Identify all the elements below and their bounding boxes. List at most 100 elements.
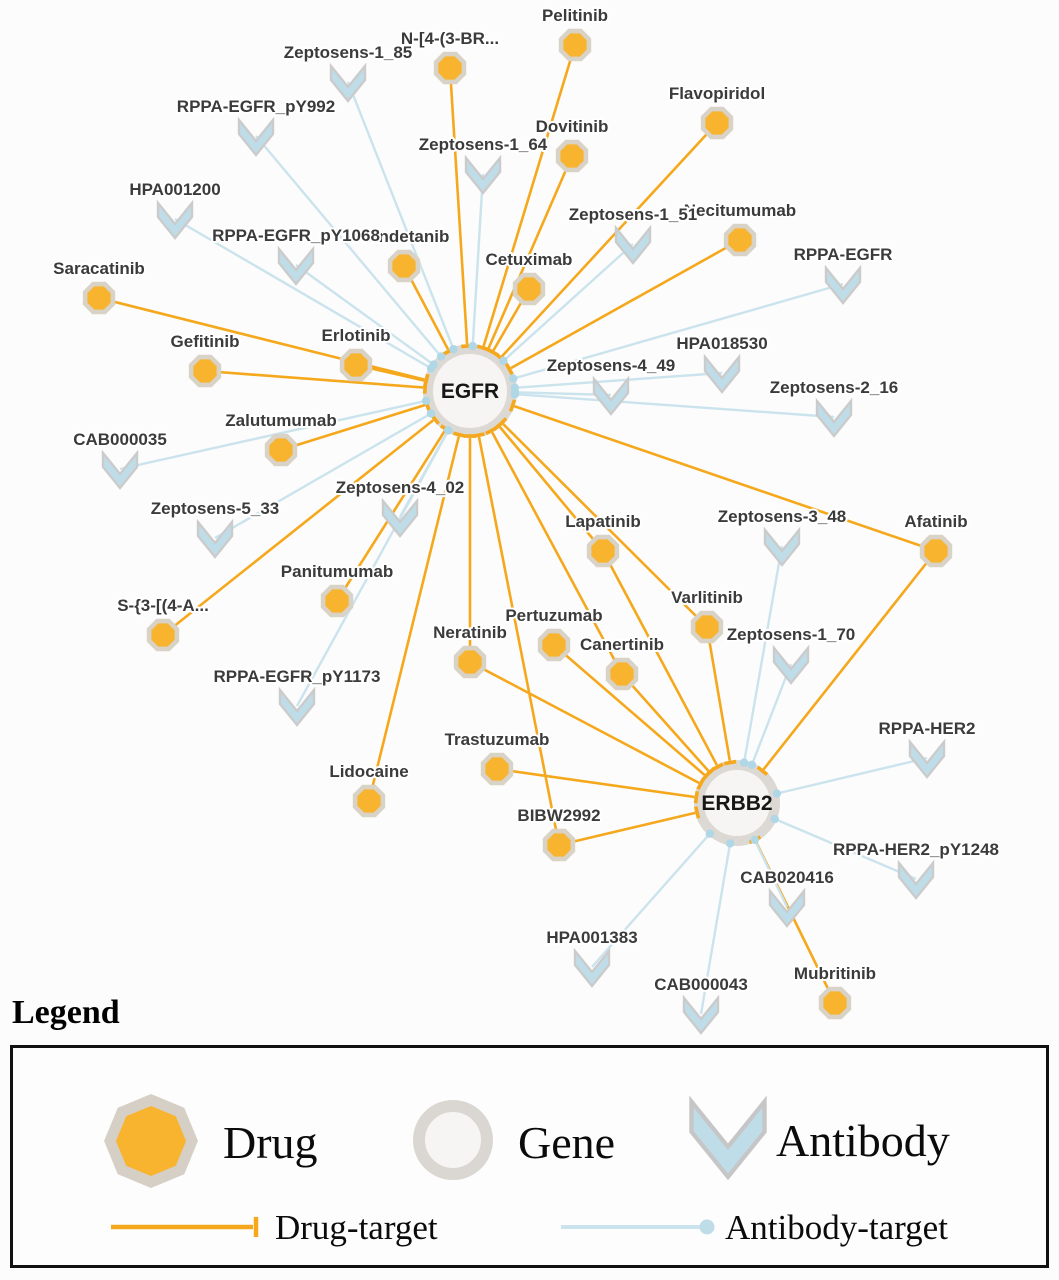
legend-box: Drug Gene Antibody Drug-target Antibody-… bbox=[10, 1045, 1049, 1268]
node-varlitinib[interactable] bbox=[690, 610, 724, 644]
node-erlotinib[interactable] bbox=[339, 348, 373, 382]
node-z216[interactable] bbox=[815, 397, 853, 438]
antibody-node-icon bbox=[464, 154, 502, 195]
drug-edge-tee bbox=[472, 432, 485, 439]
node-trastuzumab[interactable] bbox=[480, 752, 514, 786]
antibody-edge-dot bbox=[725, 839, 735, 848]
antibody-node-icon bbox=[772, 644, 810, 685]
antibody-node-icon bbox=[101, 449, 139, 490]
node-z402[interactable] bbox=[381, 497, 419, 538]
antibody-label: CAB000035 bbox=[73, 430, 167, 449]
node-py1248[interactable] bbox=[897, 859, 935, 900]
edge-bibw2992-egfr bbox=[468, 390, 561, 846]
node-flavopiridol[interactable] bbox=[700, 106, 734, 140]
node-neratinib[interactable] bbox=[453, 645, 487, 679]
antibody-edge-dot bbox=[468, 341, 477, 351]
node-py992[interactable] bbox=[237, 116, 275, 157]
node-rppaegfr[interactable] bbox=[824, 264, 862, 305]
node-z533[interactable] bbox=[196, 518, 234, 559]
node-z170[interactable] bbox=[772, 644, 810, 685]
node-erbb2[interactable]: ERBB2 bbox=[694, 760, 780, 846]
edge-z216-egfr bbox=[469, 389, 835, 419]
antibody-label: Zeptosens-1_64 bbox=[419, 135, 548, 154]
legend-drug-edge-sample bbox=[111, 1217, 259, 1237]
antibody-label: Zeptosens-5_33 bbox=[151, 499, 280, 518]
edge-cap-layer bbox=[421, 341, 782, 848]
antibody-label: RPPA-HER2_pY1248 bbox=[833, 840, 999, 859]
drug-label: Lapatinib bbox=[565, 512, 641, 531]
antibody-label: HPA001200 bbox=[129, 180, 220, 199]
drug-label: Varlitinib bbox=[671, 588, 743, 607]
node-py1068[interactable] bbox=[277, 245, 315, 286]
drug-edge-tee bbox=[504, 362, 514, 376]
node-cetuximab[interactable] bbox=[512, 272, 546, 306]
edge-py1173-egfr bbox=[295, 390, 472, 707]
node-pelitinib[interactable] bbox=[558, 28, 592, 62]
node-panitumumab[interactable] bbox=[320, 584, 354, 618]
node-mubritinib[interactable] bbox=[818, 986, 852, 1020]
node-py1173[interactable] bbox=[278, 686, 316, 727]
antibody-edge-dot bbox=[444, 426, 453, 435]
legend-antibody-label: Antibody bbox=[776, 1115, 950, 1166]
node-zalutumumab[interactable] bbox=[264, 433, 298, 467]
drug-node-icon bbox=[453, 645, 487, 679]
node-z348[interactable] bbox=[763, 526, 801, 567]
legend-title: Legend bbox=[12, 994, 120, 1031]
node-afatinib[interactable] bbox=[919, 534, 953, 568]
edge-lapatinib-erbb2 bbox=[601, 550, 739, 804]
drug-edge-tee bbox=[723, 759, 737, 766]
node-z164[interactable] bbox=[464, 154, 502, 195]
node-lidocaine[interactable] bbox=[352, 784, 386, 818]
node-z151[interactable] bbox=[614, 224, 652, 265]
drug-edge-tee bbox=[756, 765, 769, 776]
node-cab000035[interactable] bbox=[101, 449, 139, 490]
node-vandetanib[interactable] bbox=[387, 249, 421, 283]
edge-necitumumab-egfr bbox=[469, 238, 741, 393]
node-rppaher2[interactable] bbox=[908, 738, 946, 779]
drug-label: Zalutumumab bbox=[225, 411, 336, 430]
antibody-edge-dot bbox=[772, 789, 782, 798]
legend-drug-edge-label: Drug-target bbox=[275, 1208, 438, 1247]
edge-flavopiridol-egfr bbox=[469, 122, 718, 392]
drug-node-icon bbox=[555, 139, 589, 173]
node-hpa001383[interactable] bbox=[573, 947, 611, 988]
node-sa[interactable] bbox=[146, 618, 180, 652]
legend-antibody-edge-label: Antibody-target bbox=[725, 1208, 948, 1247]
node-gefitinib[interactable] bbox=[188, 354, 222, 388]
antibody-node-icon bbox=[278, 686, 316, 727]
node-pertuzumab[interactable] bbox=[537, 628, 571, 662]
node-canertinib[interactable] bbox=[605, 657, 639, 691]
node-hpa001200[interactable] bbox=[156, 199, 194, 240]
node-z185[interactable] bbox=[329, 62, 367, 103]
antibody-label: RPPA-EGFR_pY1173 bbox=[214, 667, 381, 686]
node-dovitinib[interactable] bbox=[555, 139, 589, 173]
antibody-label: Zeptosens-1_70 bbox=[727, 625, 856, 644]
drug-label: Necitumumab bbox=[684, 201, 796, 220]
antibody-label: Zeptosens-1_85 bbox=[284, 43, 413, 62]
node-bibw2992[interactable] bbox=[542, 828, 576, 862]
legend-gene-label: Gene bbox=[518, 1117, 615, 1168]
antibody-node-icon bbox=[897, 859, 935, 900]
node-z449[interactable] bbox=[592, 375, 630, 416]
antibody-edge-dot bbox=[510, 390, 520, 399]
legend-gene-icon bbox=[413, 1100, 493, 1180]
drug-edge-tee bbox=[486, 347, 499, 357]
antibody-label: Zeptosens-2_16 bbox=[770, 378, 899, 397]
drug-node-icon bbox=[605, 657, 639, 691]
drug-label: N-[4-(3-BR... bbox=[401, 29, 499, 48]
edge-py992-egfr bbox=[255, 135, 471, 392]
node-necitumumab[interactable] bbox=[723, 223, 757, 257]
antibody-label: RPPA-EGFR bbox=[794, 245, 893, 264]
antibody-node-icon bbox=[815, 397, 853, 438]
node-saracatinib[interactable] bbox=[82, 281, 116, 315]
antibody-node-icon bbox=[592, 375, 630, 416]
node-cab020416[interactable] bbox=[768, 887, 806, 928]
node-hpa018530[interactable] bbox=[703, 353, 741, 394]
node-lapatinib[interactable] bbox=[586, 534, 620, 568]
drug-edge-tee bbox=[423, 374, 430, 388]
node-cab000043[interactable] bbox=[682, 994, 720, 1035]
antibody-edge-dot bbox=[436, 352, 446, 361]
drug-node-icon bbox=[818, 986, 852, 1020]
node-nbr[interactable] bbox=[433, 51, 467, 85]
